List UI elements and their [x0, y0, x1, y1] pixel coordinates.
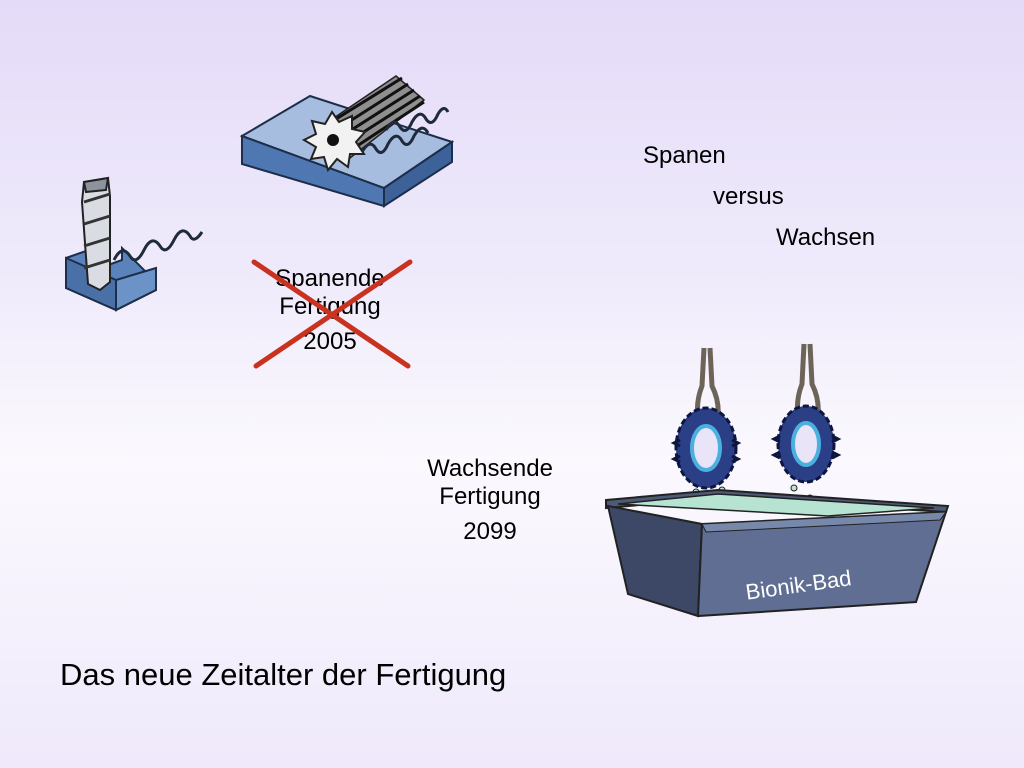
growing-year: 2099	[463, 518, 517, 546]
heading-versus: versus	[713, 183, 784, 210]
machining-year: 2005	[303, 328, 357, 356]
machining-label: Spanende Fertigung 2005	[245, 265, 415, 356]
growing-line2: Fertigung	[439, 482, 541, 510]
bath-icon	[605, 343, 950, 618]
growing-label: Wachsende Fertigung 2099	[400, 455, 580, 546]
heading-spanen: Spanen	[643, 142, 726, 169]
heading-wachsen: Wachsen	[776, 224, 876, 251]
gear-icon	[670, 406, 742, 490]
slide-title: Das neue Zeitalter der Fertigung	[60, 657, 507, 692]
drill-icon	[65, 176, 204, 312]
milling-cutter-icon	[239, 75, 455, 208]
growing-line1: Wachsende	[427, 455, 553, 482]
gear-icon	[770, 404, 842, 484]
cross-out-icon	[251, 259, 413, 369]
